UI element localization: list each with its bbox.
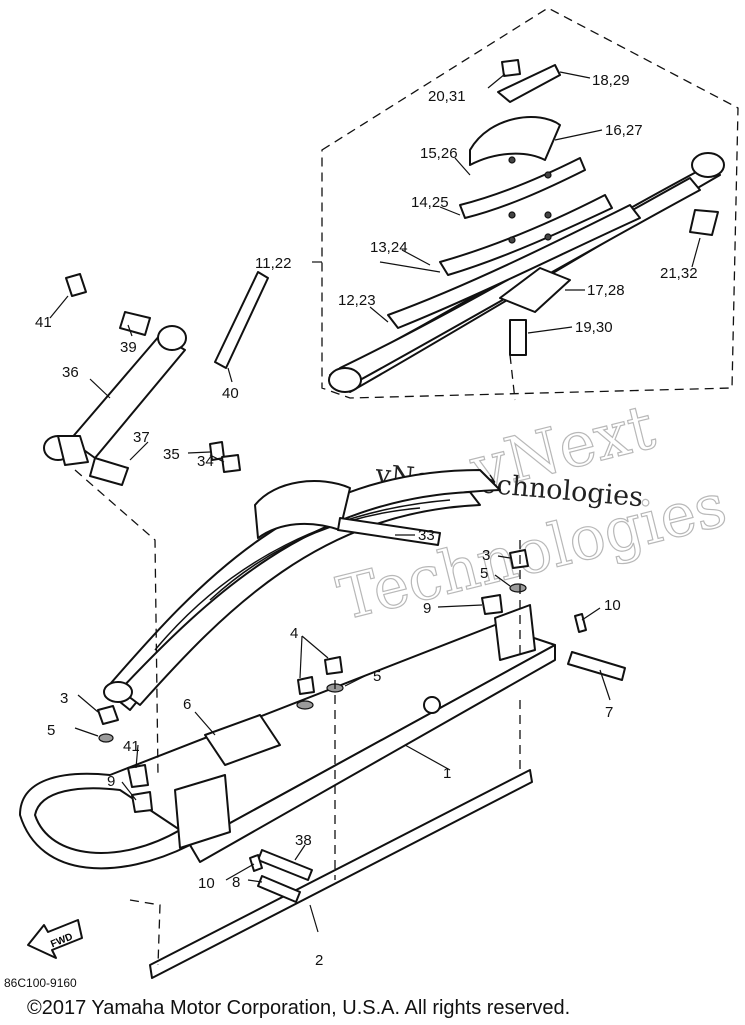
pin-10-left [249,854,263,872]
leaf-14 [439,194,613,276]
spring-plate [497,64,561,103]
callout-3-left: 3 [60,690,68,707]
washer-5-right [509,583,527,593]
nut-41-left [127,764,149,788]
bolt-38 [257,849,313,881]
callout-5-right: 5 [480,565,488,582]
callout-38: 38 [295,832,312,849]
callout-9-right: 9 [423,600,431,617]
callout-20-31: 20,31 [428,88,466,105]
callout-21-32: 21,32 [660,265,698,282]
collar-21-32 [689,209,719,236]
fwd-arrow-icon: FWD [27,919,83,959]
alignment-lines [74,354,521,966]
ski [19,604,556,979]
callout-17-28: 17,28 [587,282,625,299]
callout-10-right: 10 [604,597,621,614]
leader-lines [49,71,701,933]
callout-34: 34 [197,453,214,470]
callout-13-24: 13,24 [370,239,408,256]
callout-37: 37 [133,429,150,446]
pin-10-right [574,613,587,633]
leaf-spring-detail [328,152,725,393]
bracket-6 [204,714,281,766]
callout-3-right: 3 [482,547,490,564]
copyright-notice: ©2017 Yamaha Motor Corporation, U.S.A. A… [27,997,571,1019]
bolt-33 [337,517,441,546]
collar-37 [89,457,129,486]
ski-bracket [174,774,231,849]
callout-8: 8 [232,874,240,891]
callout-33: 33 [418,527,435,544]
callout-5-left: 5 [47,722,55,739]
callout-41-left: 41 [123,738,140,755]
callout-40: 40 [222,385,239,402]
washer-5-left [98,733,114,743]
collar-9-left [131,791,153,813]
diagram-code: 86C100-9160 [4,976,77,990]
callout-16-27: 16,27 [605,122,643,139]
callout-1: 1 [443,765,451,782]
callout-6: 6 [183,696,191,713]
callout-9-left: 9 [107,773,115,790]
callout-14-25: 14,25 [411,194,449,211]
callout-41-top: 41 [35,314,52,331]
callout-12-23: 12,23 [338,292,376,309]
spring-plate-bottom [499,267,571,313]
shock-absorber [43,325,187,466]
bolt-40 [214,271,269,369]
nut-4-b [324,656,343,675]
callout-10-left: 10 [198,875,215,892]
callout-5-mid: 5 [373,668,381,685]
spring-saddle [254,480,351,539]
spring-assembly [103,469,501,711]
bolt-8 [257,875,301,903]
ski-bracket-rear [494,604,536,661]
washer-mid-2 [296,700,314,710]
callout-19-30: 19,30 [575,319,613,336]
spring-eye-rear [328,367,362,393]
collar-39 [119,311,151,336]
nut-3-right [509,549,529,569]
nut-34 [221,454,241,473]
callouts: 1 2 3 3 4 5 5 5 6 7 8 9 9 10 10 11,22 12… [35,72,698,969]
spring-eye-front [691,152,725,178]
leaf-13 [387,204,641,329]
nut-3-left [97,705,119,725]
callout-39: 39 [120,339,137,356]
callout-18-29: 18,29 [592,72,630,89]
callout-36: 36 [62,364,79,381]
callout-2: 2 [315,952,323,969]
callout-4: 4 [290,625,298,642]
bolt-7 [567,651,626,681]
callout-15-26: 15,26 [420,145,458,162]
nut-4-a [297,676,315,695]
spring-clamp-top [469,116,561,166]
callout-7: 7 [605,704,613,721]
leaf-15 [459,157,586,219]
callout-35: 35 [163,446,180,463]
spring-nut-top [501,59,521,77]
detail-boundary [321,7,739,399]
callout-11-22: 11,22 [255,255,291,272]
bolt-19-30 [509,319,527,356]
collar-9-right [481,594,503,615]
nut-41-top [65,273,87,297]
